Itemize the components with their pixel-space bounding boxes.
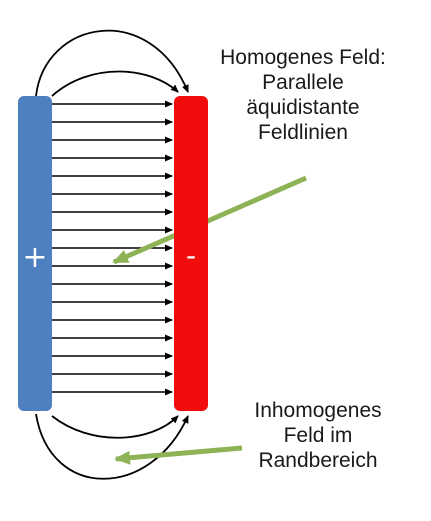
minus-sign: - (185, 239, 197, 272)
homogeneous-field-label: Homogenes Feld: Parallele äquidistante F… (200, 45, 406, 145)
pointer-arrow-homogeneous (112, 175, 308, 265)
homogeneous-label-line2: Parallele (262, 71, 344, 94)
homogeneous-label-line3: äquidistante (246, 96, 360, 119)
inhomogeneous-label-line1: Inhomogenes (254, 399, 382, 422)
parallel-field-lines (52, 100, 173, 396)
inhomogeneous-label-line3: Randbereich (258, 449, 378, 472)
positive-plate (18, 96, 52, 411)
edge-line-top-outer (35, 29, 189, 97)
edge-line-bottom-inner (51, 415, 179, 439)
negative-plate (174, 96, 208, 411)
edge-line-top-inner (51, 70, 179, 97)
inhomogeneous-field-label: Inhomogenes Feld im Randbereich (230, 398, 406, 473)
inhomogeneous-label-line2: Feld im (283, 424, 353, 447)
homogeneous-label-line4: Feldlinien (258, 121, 348, 144)
homogeneous-label-line1: Homogenes Feld: (220, 46, 386, 69)
edge-line-bottom-outer (35, 413, 189, 480)
pointer-arrow-inhomogeneous (114, 445, 243, 465)
edge-field-lines (35, 29, 189, 480)
plus-sign: + (22, 240, 48, 275)
